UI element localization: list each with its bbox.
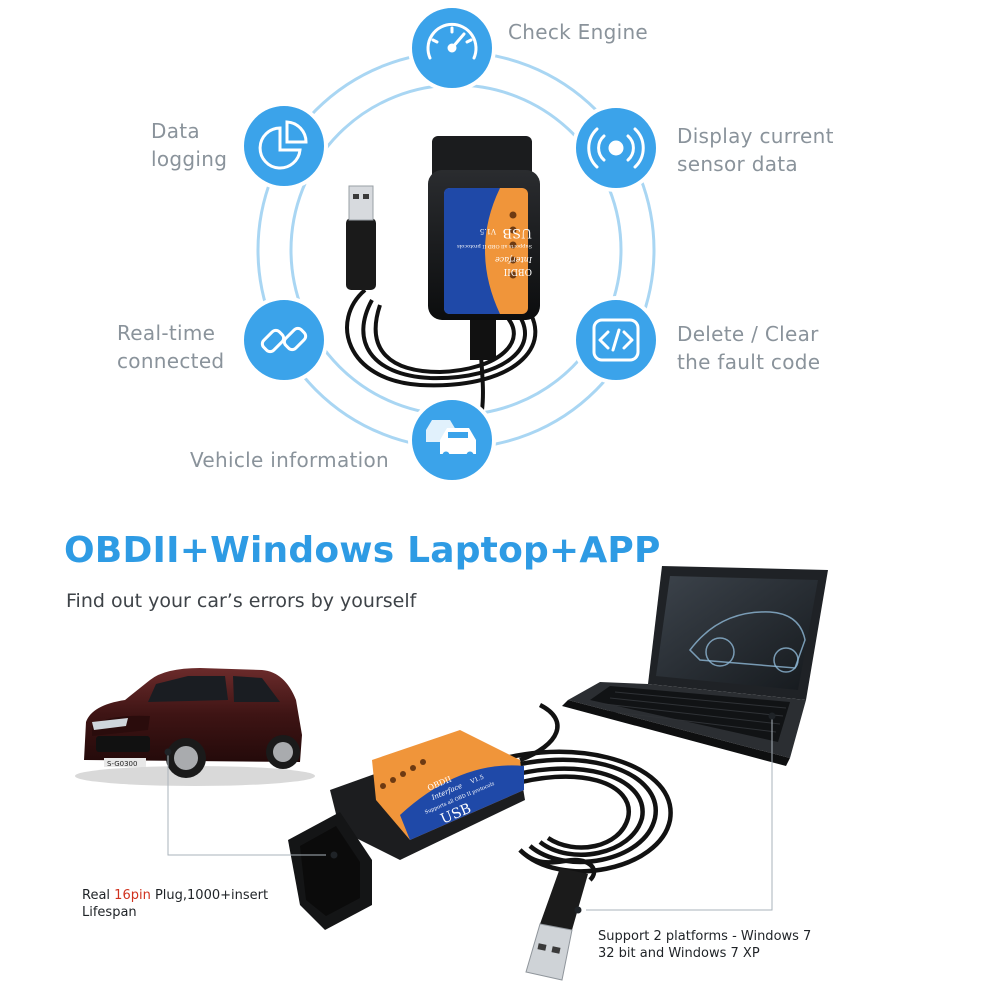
feature-label-realtime: Real-time connected	[117, 319, 224, 375]
feature-label-check-engine: Check Engine	[508, 18, 648, 46]
feature-label-line: Check Engine	[508, 20, 649, 44]
callout-plug-post: Plug,1000+insert	[150, 888, 269, 903]
feature-label-data-logging: Data logging	[151, 117, 227, 173]
callout-plug-highlight: 16pin	[114, 888, 151, 903]
adapter-version: V1.5	[480, 227, 497, 235]
feature-label-display-sensor: Display current sensor data	[677, 122, 834, 178]
feature-icon-data-logging	[240, 102, 328, 190]
subheadline: Find out your car’s errors by yourself	[66, 590, 417, 612]
feature-label-delete-clear: Delete / Clear the fault code	[677, 320, 820, 376]
top-obd-adapter	[428, 136, 540, 360]
feature-label-line: Data	[151, 119, 200, 143]
feature-icon-check-engine	[408, 4, 496, 92]
adapter-support: Supports all OBD II protocols	[457, 243, 532, 249]
top-adapter-text: OBDII Interface Supports all OBD II prot…	[457, 225, 533, 276]
feature-label-line: Delete / Clear	[677, 322, 819, 346]
feature-label-line: Real-time	[117, 321, 216, 345]
top-usb-plug	[346, 185, 376, 290]
feature-icon-delete-clear	[572, 296, 660, 384]
car-image: S-G0300	[75, 668, 315, 786]
callout-plug-line2: Lifespan	[82, 905, 137, 920]
feature-label-line: connected	[117, 349, 225, 373]
headline: OBDII+Windows Laptop+APP	[64, 530, 661, 571]
adapter-type: USB	[503, 225, 532, 240]
car-license-plate: S-G0300	[107, 760, 137, 768]
code-icon	[592, 318, 640, 362]
adapter-brand: OBDII	[503, 266, 532, 276]
feature-label-line: sensor data	[677, 152, 798, 176]
adapter-name: Interface	[495, 255, 533, 264]
feature-label-vehicle-info: Vehicle information	[190, 446, 389, 474]
feature-label-line: logging	[151, 147, 228, 171]
callout-platforms: Support 2 platforms - Windows 7 32 bit a…	[598, 928, 811, 962]
feature-icon-vehicle-info	[408, 396, 496, 484]
feature-icon-display-sensor	[572, 104, 660, 192]
callout-plug-pre: Real	[82, 888, 115, 903]
callout-plug: Real 16pin Plug,1000+insert Lifespan	[82, 887, 268, 921]
feature-label-line: the fault code	[677, 350, 821, 374]
callout-platforms-line2: 32 bit and Windows 7 XP	[598, 946, 760, 961]
callout-platforms-line1: Support 2 platforms - Windows 7	[598, 929, 812, 944]
feature-label-line: Display current	[677, 124, 834, 148]
laptop-image	[562, 566, 828, 766]
link-icon	[260, 326, 308, 354]
cars-icon	[426, 420, 476, 459]
feature-icon-realtime	[240, 296, 328, 384]
pie-chart-icon	[258, 120, 308, 170]
callout-lines	[164, 712, 776, 914]
top-cable	[345, 288, 538, 411]
bottom-obd-adapter	[288, 730, 525, 930]
bottom-usb-plug	[525, 868, 588, 981]
feature-label-line: Vehicle information	[190, 448, 390, 472]
radar-signal-icon	[587, 127, 645, 169]
gauge-icon	[426, 22, 478, 60]
